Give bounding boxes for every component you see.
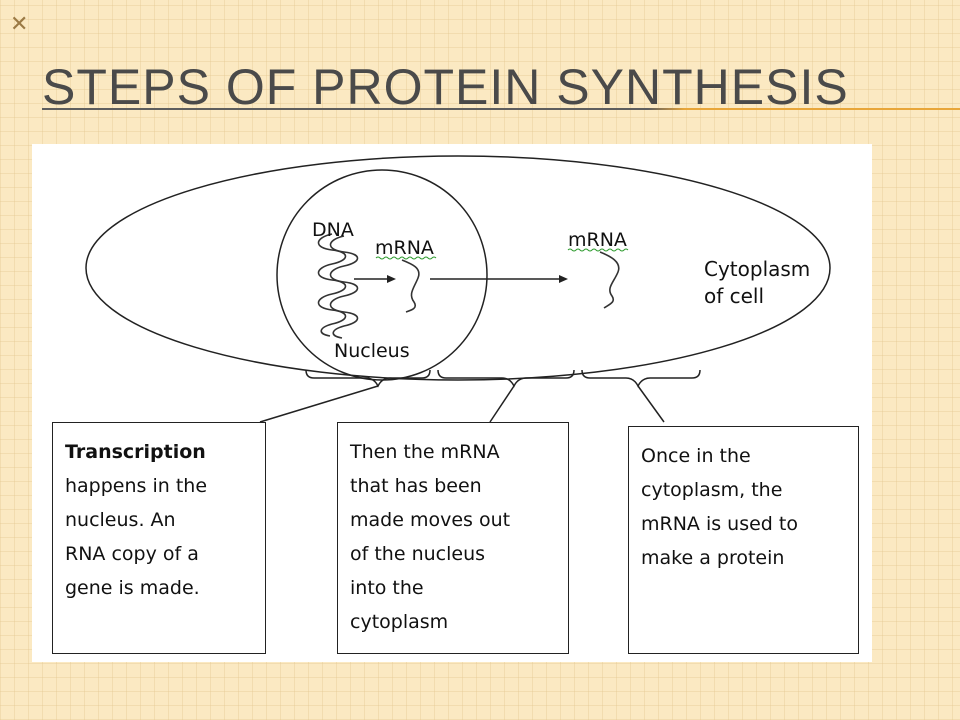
brace-transport — [437, 369, 575, 388]
dna-strand-icon-2 — [329, 235, 359, 339]
mrna-label-cytoplasm: mRNA — [568, 229, 627, 251]
cytoplasm-label-line2: of cell — [704, 284, 765, 308]
diagram-panel: DNA mRNA mRNA Nucleus Cytoplasm of cell … — [32, 144, 872, 662]
slide-bullet-icon: ✕ — [10, 12, 29, 37]
transcription-heading: Transcription — [65, 441, 206, 463]
mrna-strand-icon-cytoplasm — [599, 251, 620, 309]
box-line: cytoplasm, the — [641, 479, 783, 501]
cell-ellipse — [85, 155, 831, 381]
mrna-transport-box: Then the mRNA that has been made moves o… — [337, 422, 569, 654]
box-line: Then the mRNA — [350, 441, 500, 463]
box-line: of the nucleus — [350, 543, 486, 565]
box-line: into the — [350, 577, 424, 599]
transcription-box: Transcription happens in the nucleus. An… — [52, 422, 266, 654]
spellcheck-underline — [567, 248, 629, 252]
mrna-strand-icon-nucleus — [401, 259, 420, 313]
dna-label: DNA — [312, 219, 354, 241]
dna-strand-icon — [317, 233, 347, 337]
arrowhead-icon — [387, 275, 396, 283]
box-line: Once in the — [641, 445, 751, 467]
box-line: nucleus. An — [65, 509, 176, 531]
box-line: made moves out — [350, 509, 511, 531]
slide-title: STEPS OF PROTEIN SYNTHESIS — [42, 59, 849, 115]
brace-translation — [581, 369, 701, 388]
box-line: RNA copy of a — [65, 543, 199, 565]
connector-line — [489, 385, 515, 423]
title-underline — [42, 108, 960, 110]
connector-line — [259, 385, 379, 423]
box-line: make a protein — [641, 547, 785, 569]
nucleus-label: Nucleus — [334, 340, 410, 362]
box-line: that has been — [350, 475, 482, 497]
arrowhead-icon — [559, 275, 568, 283]
box-line: gene is made. — [65, 577, 200, 599]
box-line: happens in the — [65, 475, 208, 497]
box-line: mRNA is used to — [641, 513, 798, 535]
translation-box: Once in the cytoplasm, the mRNA is used … — [628, 426, 859, 654]
cytoplasm-label-line1: Cytoplasm — [704, 257, 811, 281]
box-line: cytoplasm — [350, 611, 449, 633]
mrna-label-nucleus: mRNA — [375, 237, 434, 259]
spellcheck-underline — [375, 256, 437, 260]
diagram-svg — [85, 155, 831, 423]
connector-line — [637, 385, 665, 423]
cytoplasm-label: Cytoplasm of cell — [704, 256, 810, 310]
